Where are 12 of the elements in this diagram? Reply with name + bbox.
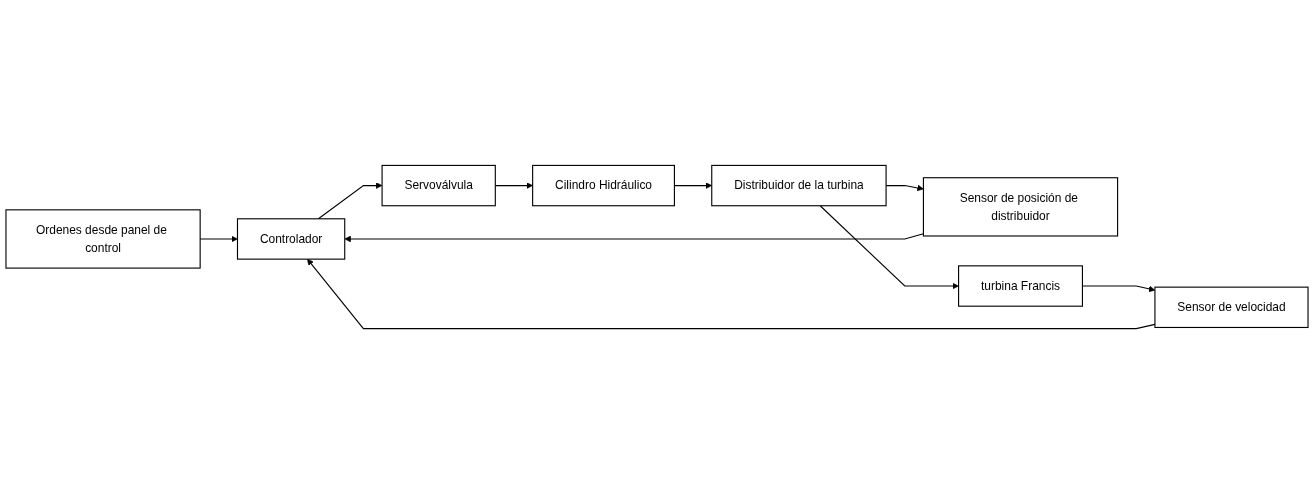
arrow [819,205,959,290]
arrow [307,258,1156,330]
arrow [317,182,383,220]
node-box: Servoválvula [381,164,496,207]
node-box: Ordenes desde panel de control [5,209,201,269]
node-box: Distribuidor de la turbina [711,164,887,207]
node-box: turbina Francis [958,265,1083,307]
arrow [344,233,924,243]
node-box: Cilindro Hidráulico [532,164,675,207]
node-box: Sensor de velocidad [1154,286,1309,329]
node-box: Controlador [236,218,346,260]
node-box: Sensor de posición de distribuidor [922,177,1119,237]
